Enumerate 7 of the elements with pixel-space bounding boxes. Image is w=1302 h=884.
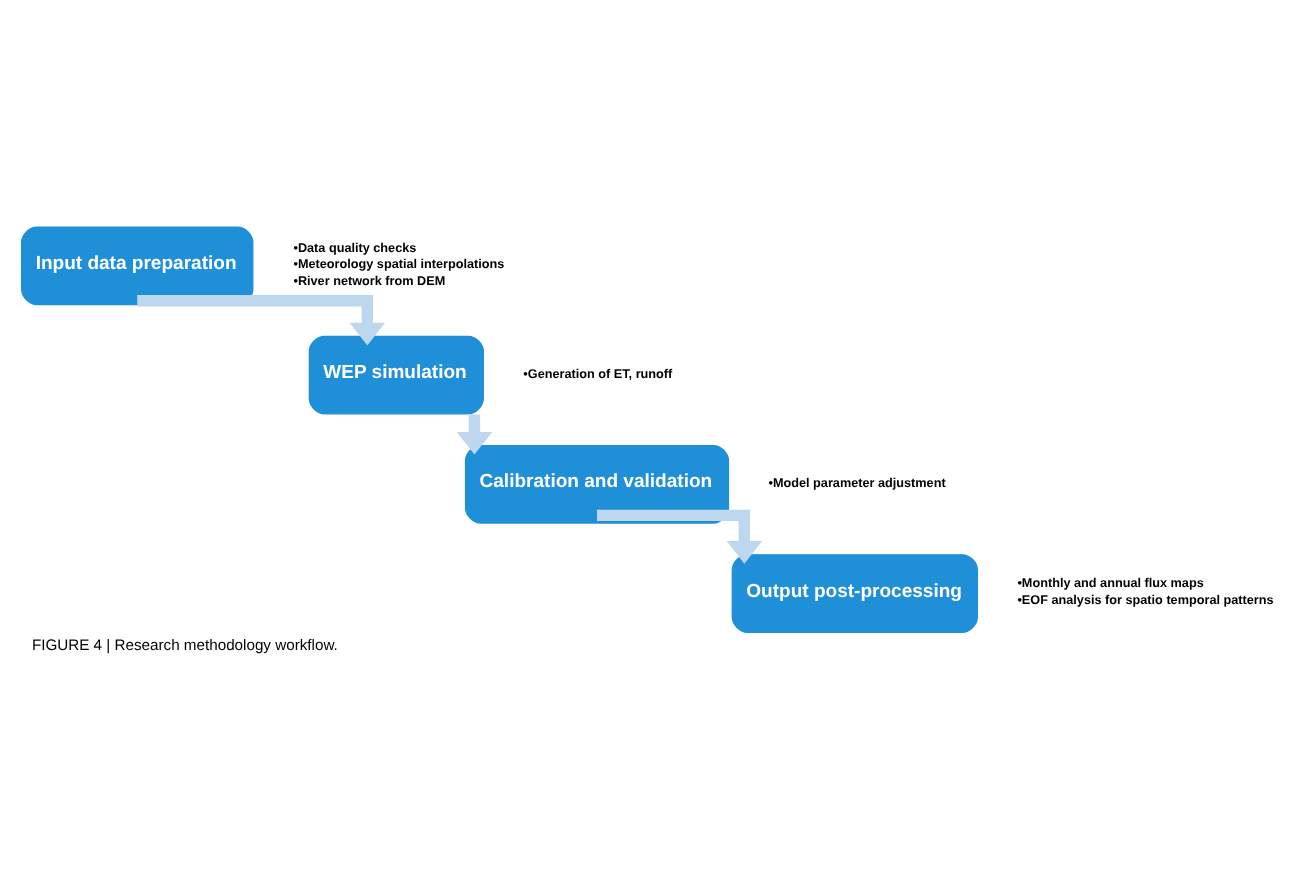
arrow [137, 294, 386, 345]
node-box: Output post-processing [731, 553, 979, 632]
node-box: Calibration and validation [464, 443, 730, 523]
arrow [597, 508, 763, 563]
node-box: Input data preparation [21, 225, 254, 305]
arrow [456, 413, 493, 454]
node-box: WEP simulation [308, 334, 484, 414]
